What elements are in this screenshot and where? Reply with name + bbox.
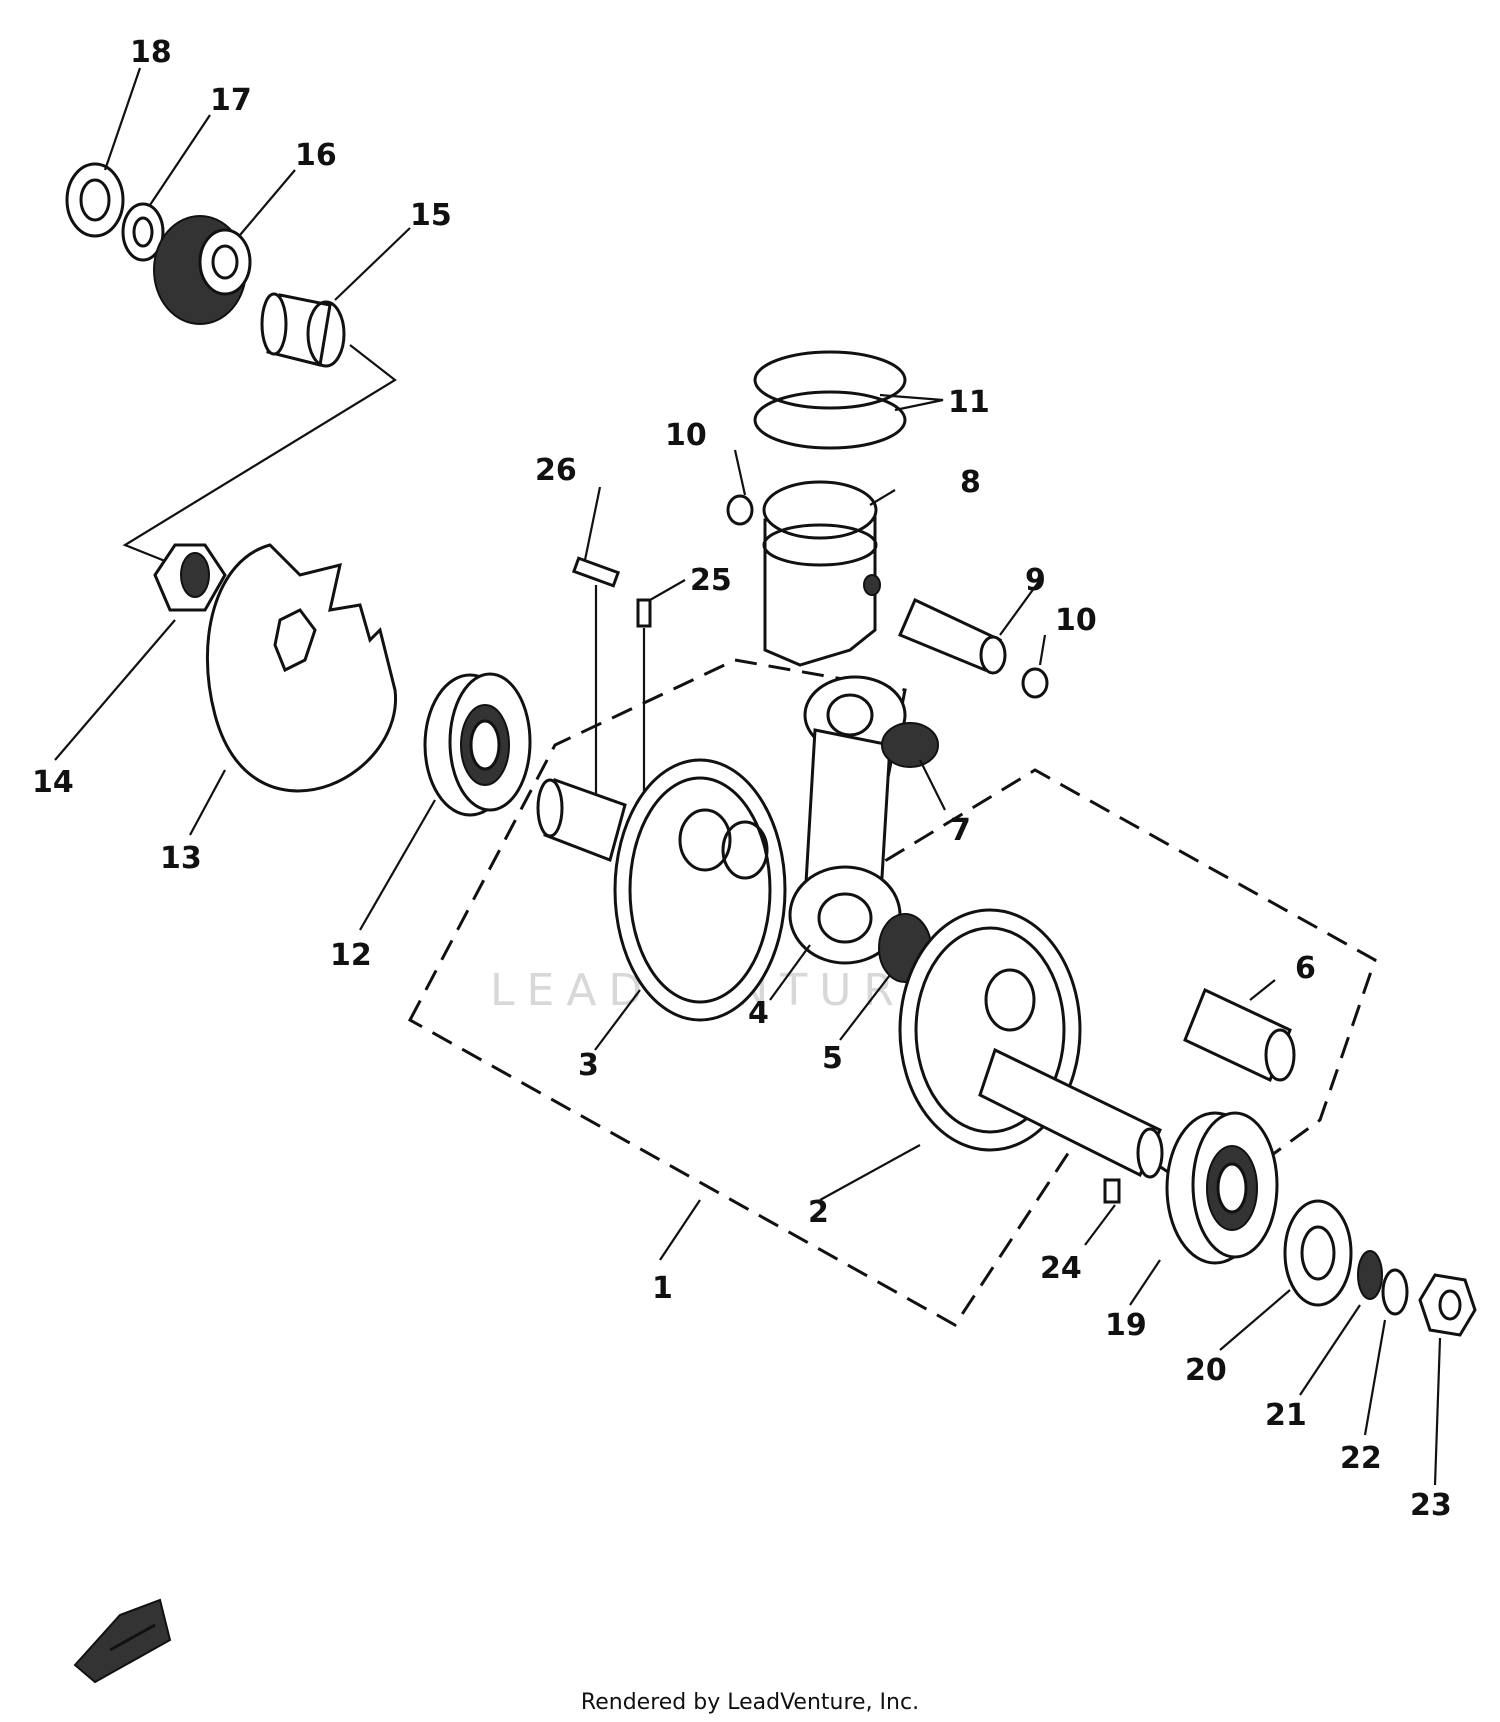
callout-13: 13 <box>160 841 202 876</box>
bearing-19 <box>1165 1111 1279 1265</box>
washer-21 <box>1357 1250 1383 1300</box>
group-line <box>122 344 397 567</box>
callout-17: 17 <box>210 83 252 118</box>
bearing-12 <box>423 672 532 817</box>
crank-pin-6 <box>1183 987 1296 1083</box>
callout-26: 26 <box>535 453 577 488</box>
callout-14: 14 <box>32 765 74 800</box>
callout-16: 16 <box>295 138 337 173</box>
washer-22 <box>1381 1268 1409 1316</box>
callout-10-right: 10 <box>1055 603 1097 638</box>
piston-rings-11 <box>753 350 907 450</box>
callout-8: 8 <box>960 465 981 500</box>
callout-21: 21 <box>1265 1398 1307 1433</box>
gear-16 <box>153 215 252 325</box>
sleeve-15 <box>260 292 346 368</box>
footer-credit: Rendered by LeadVenture, Inc. <box>580 1690 920 1715</box>
crank-half-3 <box>536 758 787 1022</box>
pin-25 <box>636 598 652 628</box>
forward-arrow-icon <box>73 1598 172 1684</box>
callout-18: 18 <box>130 35 172 70</box>
callout-19: 19 <box>1105 1308 1147 1343</box>
callout-20: 20 <box>1185 1353 1227 1388</box>
callout-11: 11 <box>948 385 990 420</box>
clip-10a <box>726 494 754 526</box>
plate-13 <box>205 543 398 793</box>
gear-nut-14 <box>153 543 227 612</box>
callout-5: 5 <box>822 1041 843 1076</box>
callout-4: 4 <box>748 996 769 1031</box>
callout-3: 3 <box>578 1048 599 1083</box>
connecting-rod-4 <box>788 675 907 965</box>
callout-9: 9 <box>1025 563 1046 598</box>
callout-24: 24 <box>1040 1251 1082 1286</box>
callout-15: 15 <box>410 198 452 233</box>
callout-2: 2 <box>808 1195 829 1230</box>
piston-8 <box>762 480 881 667</box>
leader-lines <box>54 67 1442 1486</box>
callout-1: 1 <box>652 1271 673 1306</box>
callout-7: 7 <box>950 813 971 848</box>
key-24 <box>1103 1178 1121 1204</box>
nut-23 <box>1418 1273 1477 1337</box>
oil-seal-20 <box>1283 1199 1353 1307</box>
callout-22: 22 <box>1340 1441 1382 1476</box>
callout-6: 6 <box>1295 951 1316 986</box>
callout-23: 23 <box>1410 1488 1452 1523</box>
callout-10-top: 10 <box>665 418 707 453</box>
piston-pin-9 <box>898 597 1007 675</box>
bearing-18 <box>65 162 125 238</box>
callout-12: 12 <box>330 938 372 973</box>
washer-17 <box>121 202 165 262</box>
key-26 <box>571 556 621 588</box>
assembly-boundary <box>407 658 1377 1327</box>
needle-bearing-7 <box>881 722 939 768</box>
clip-10b <box>1021 667 1049 699</box>
crank-half-2 <box>898 908 1164 1179</box>
callout-25: 25 <box>690 563 732 598</box>
